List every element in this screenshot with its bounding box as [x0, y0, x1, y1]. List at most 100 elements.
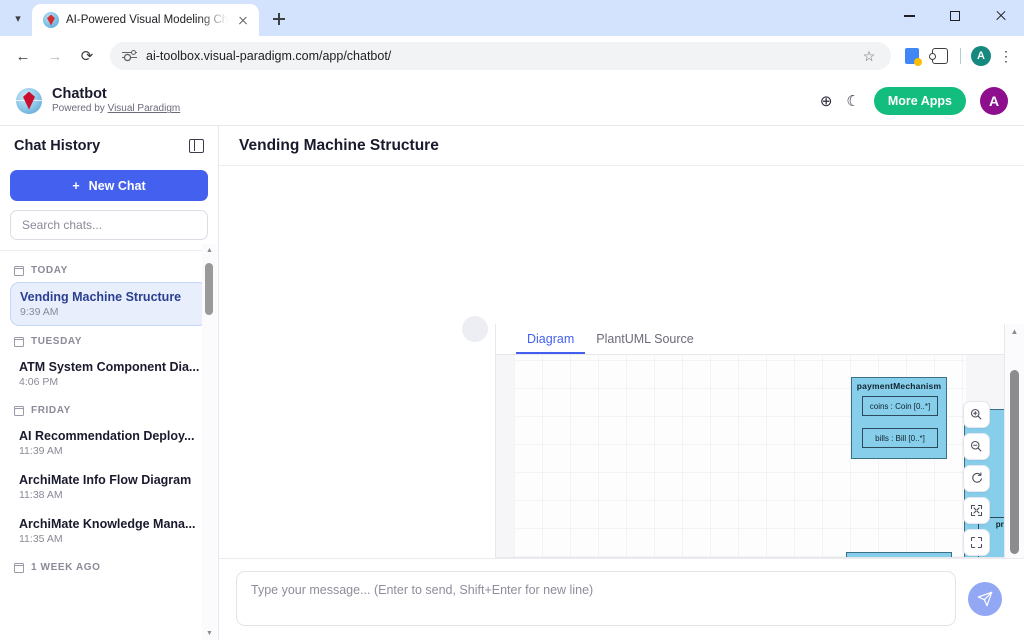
sidebar-title: Chat History — [14, 138, 101, 154]
back-button[interactable]: ← — [15, 47, 31, 65]
chat-item-title: ATM System Component Dia... — [19, 360, 199, 374]
browser-menu-icon[interactable]: ⋮ — [999, 48, 1013, 64]
minimize-button[interactable] — [886, 0, 932, 32]
uml-part: coins : Coin [0..*] — [862, 396, 938, 416]
chat-history-sidebar: Chat History + New Chat TODAY Vending Mac… — [0, 126, 219, 640]
forward-button[interactable]: → — [47, 47, 63, 65]
chat-item-time: 11:39 AM — [19, 445, 63, 457]
toolbar-divider — [960, 48, 961, 64]
message-composer — [219, 558, 1024, 640]
chat-scroll-up-arrow-icon[interactable]: ▲ — [1010, 327, 1019, 336]
diagram-toolbar[interactable] — [963, 401, 990, 556]
address-bar[interactable]: ai-toolbox.visual-paradigm.com/app/chatb… — [110, 42, 891, 70]
new-tab-button[interactable] — [265, 5, 293, 33]
main-panel: Vending Machine Structure Diagram PlantUM… — [219, 126, 1024, 640]
app-brand-subtitle: Powered by Visual Paradigm — [52, 102, 180, 115]
close-icon[interactable] — [235, 12, 251, 28]
page-title: Vending Machine Structure — [239, 136, 439, 154]
chat-history-list[interactable]: TODAY Vending Machine Structure 9:39 AM TUE… — [0, 251, 218, 640]
chat-message-area: Diagram PlantUML Source dispenseSensor : … — [219, 166, 1024, 558]
plus-icon: + — [72, 178, 80, 193]
bookmark-star-icon[interactable]: ☆ — [862, 47, 876, 64]
reload-button[interactable]: ⟳ — [80, 48, 94, 65]
chat-item-time: 9:39 AM — [20, 306, 59, 318]
more-apps-button[interactable]: More Apps — [873, 86, 966, 115]
chat-group-label-text: FRIDAY — [31, 405, 71, 416]
chat-group-label-text: TUESDAY — [31, 336, 83, 347]
sidebar-scrollbar[interactable]: ▲ ▼ — [202, 244, 217, 640]
new-chat-button[interactable]: + New Chat — [10, 170, 208, 201]
window-controls — [886, 0, 1024, 32]
chat-group-label: FRIDAY — [10, 397, 208, 422]
chat-group-label: 1 WEEK AGO — [10, 554, 208, 579]
panel-collapse-icon[interactable] — [189, 139, 204, 153]
new-chat-label: New Chat — [88, 178, 146, 193]
chat-item-title: Vending Machine Structure — [20, 290, 182, 304]
site-settings-icon[interactable] — [122, 49, 137, 64]
calendar-icon — [13, 562, 24, 573]
chat-item-title: ArchiMate Info Flow Diagram — [19, 473, 192, 487]
chat-history-item[interactable]: AI Recommendation Deploy...11:39 AM — [10, 422, 208, 464]
zoom-in-icon — [970, 408, 982, 420]
app-body: Chat History + New Chat TODAY Vending Mac… — [0, 126, 1024, 640]
reset-zoom-button[interactable] — [963, 465, 990, 492]
scroll-up-arrow-icon[interactable]: ▲ — [206, 247, 213, 254]
sidebar-top-actions: + New Chat — [0, 166, 218, 251]
chat-history-item[interactable]: Vending Machine Structure 9:39 AM — [10, 282, 208, 326]
maximize-button[interactable] — [932, 0, 978, 32]
calendar-icon — [13, 265, 24, 276]
browser-tab[interactable]: AI-Powered Visual Modeling Ch — [32, 4, 260, 36]
scroll-down-arrow-icon[interactable]: ▼ — [206, 630, 213, 637]
chat-item-time: 11:35 AM — [19, 533, 63, 545]
chat-scrollbar[interactable]: ▲ ▼ — [1005, 324, 1024, 558]
chat-group-label-text: TODAY — [31, 265, 68, 276]
chat-scroll-track[interactable] — [1005, 340, 1024, 554]
browser-profile-avatar[interactable]: A — [968, 42, 994, 70]
zoom-out-button[interactable] — [963, 433, 990, 460]
chat-group-label-text: 1 WEEK AGO — [31, 562, 101, 573]
reset-zoom-icon — [972, 472, 982, 483]
chat-history-item[interactable]: ArchiMate Knowledge Mana... 11:35 AM — [10, 510, 208, 552]
tab-title: AI-Powered Visual Modeling Ch — [66, 14, 229, 26]
chat-group-label: TUESDAY — [10, 328, 208, 353]
user-avatar[interactable]: A — [980, 86, 1008, 115]
chat-item-title: ArchiMate Knowledge Mana... — [19, 517, 196, 531]
fullscreen-icon — [970, 536, 983, 549]
send-button[interactable] — [968, 581, 1002, 616]
tab-plantuml-source[interactable]: PlantUML Source — [596, 332, 694, 346]
fullscreen-button[interactable] — [963, 529, 990, 556]
app-brand-name: Chatbot — [52, 85, 107, 102]
diagram-card-tabs[interactable]: Diagram PlantUML Source — [496, 324, 1004, 355]
search-chats-input[interactable] — [10, 210, 208, 240]
chat-item-time: 4:06 PM — [19, 376, 59, 388]
uml-part: bills : Bill [0..*] — [862, 428, 938, 448]
sidebar-scroll-track[interactable] — [202, 257, 217, 627]
chat-scroll-thumb[interactable] — [1010, 370, 1019, 554]
zoom-in-button[interactable] — [963, 401, 990, 428]
fit-screen-button[interactable] — [963, 497, 990, 524]
favicon-icon — [43, 12, 59, 28]
globe-icon[interactable]: ⊕ — [819, 92, 833, 110]
chat-history-item[interactable]: ATM System Component Dia... 4:06 PM — [10, 353, 208, 395]
page-action-icon[interactable] — [899, 42, 925, 70]
main-header: Vending Machine Structure — [219, 126, 1024, 166]
message-input[interactable] — [236, 571, 956, 626]
calendar-icon — [13, 405, 24, 416]
diagram-canvas-wrap[interactable]: dispenseSensor : Sensor [1]paymentMechan… — [496, 355, 1004, 557]
visual-paradigm-link[interactable]: Visual Paradigm — [107, 103, 181, 115]
sidebar-scroll-thumb[interactable] — [205, 263, 213, 315]
tab-diagram[interactable]: Diagram — [516, 324, 586, 354]
app-header: Chatbot Powered by Visual Paradigm ⊕ ☾ M… — [0, 76, 1024, 126]
tab-search-chevron-icon[interactable]: ▾ — [15, 12, 21, 25]
dark-mode-moon-icon[interactable]: ☾ — [846, 92, 860, 110]
visual-paradigm-logo-icon — [16, 87, 42, 114]
app-header-actions: ⊕ ☾ More Apps A — [819, 86, 1008, 115]
close-window-button[interactable] — [978, 0, 1024, 32]
uml-diagram-canvas[interactable]: dispenseSensor : Sensor [1]paymentMechan… — [514, 355, 1004, 557]
browser-toolbar: ← → ⟳ ai-toolbox.visual-paradigm.com/app… — [0, 36, 1024, 76]
extensions-icon[interactable] — [927, 42, 953, 70]
sidebar-header: Chat History — [0, 126, 218, 166]
